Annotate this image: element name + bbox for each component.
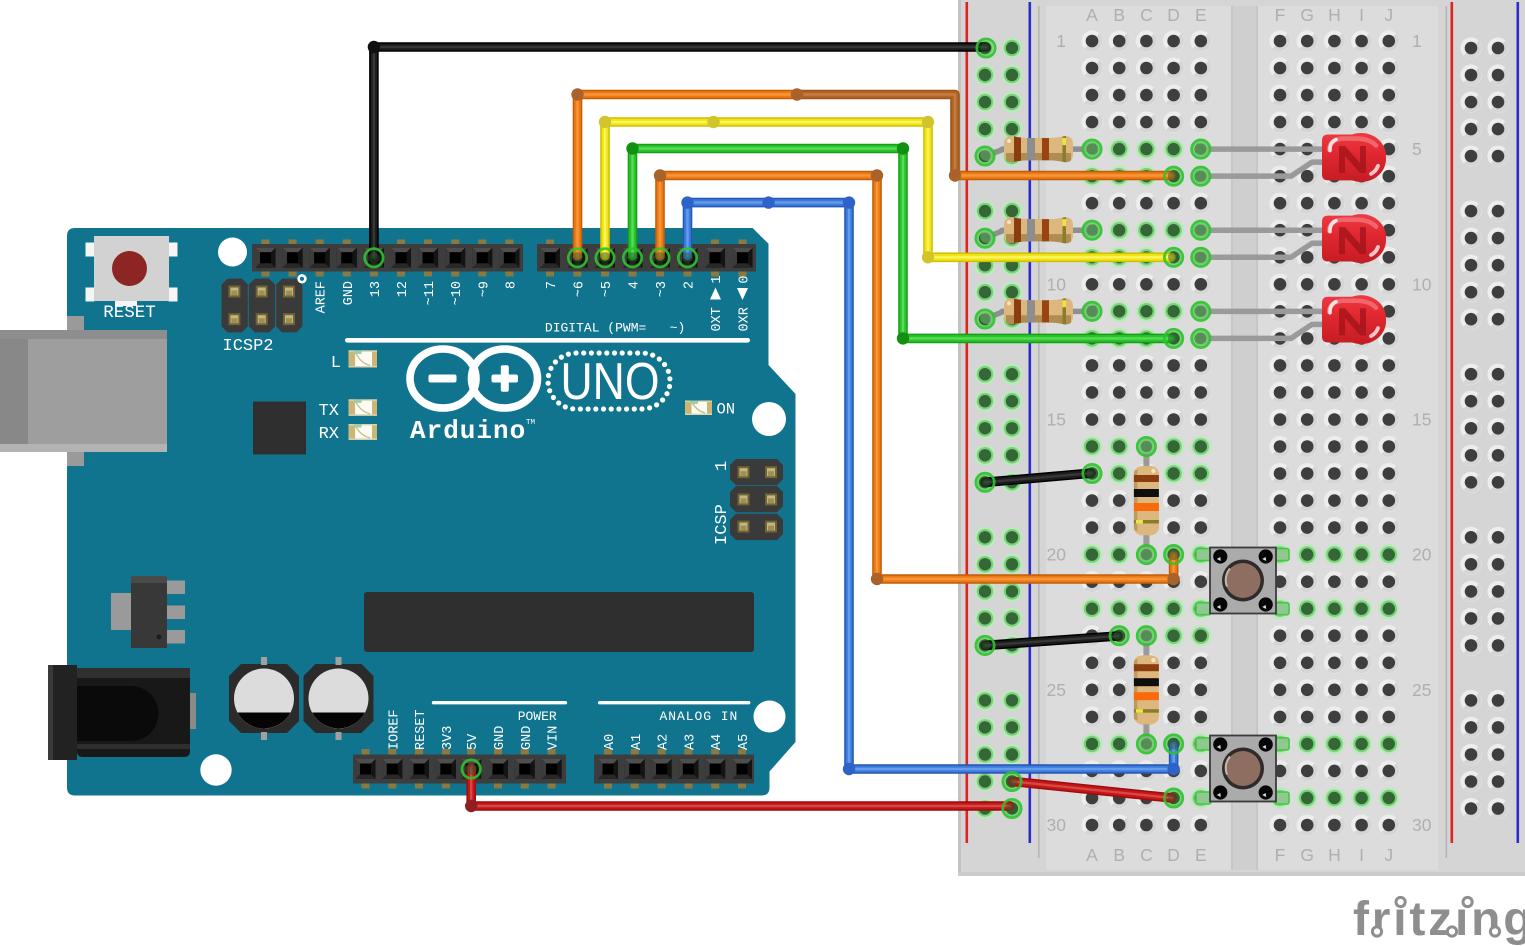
svg-text:~3: ~3 [655, 281, 670, 297]
svg-text:RX: RX [319, 425, 339, 444]
svg-text:UNO: UNO [561, 353, 660, 411]
svg-text:G: G [1300, 5, 1314, 25]
svg-text:15: 15 [1412, 410, 1431, 430]
svg-text:G: G [1300, 845, 1314, 865]
svg-text:10: 10 [1412, 274, 1432, 294]
svg-text:~9: ~9 [477, 281, 492, 297]
svg-text:J: J [1384, 845, 1393, 865]
svg-text:0: 0 [738, 276, 753, 284]
svg-text:0XR: 0XR [738, 307, 753, 331]
svg-text:B: B [1113, 845, 1125, 865]
svg-text:A: A [1086, 5, 1098, 25]
svg-text:10: 10 [1047, 274, 1067, 294]
svg-text:RESET: RESET [414, 709, 429, 750]
svg-text:fritzing: fritzing [1353, 893, 1525, 946]
svg-text:1: 1 [1412, 31, 1422, 51]
svg-text:1: 1 [1056, 31, 1066, 51]
svg-text:5V: 5V [466, 733, 481, 750]
svg-text:B: B [1113, 5, 1125, 25]
svg-text:GND: GND [342, 281, 357, 305]
svg-text:20: 20 [1047, 545, 1067, 565]
svg-text:AREF: AREF [315, 281, 330, 313]
svg-text:I: I [1359, 5, 1364, 25]
svg-text:20: 20 [1412, 545, 1432, 565]
svg-text:I: I [1359, 845, 1364, 865]
svg-text:IOREF: IOREF [387, 709, 402, 750]
svg-text:F: F [1275, 845, 1286, 865]
svg-text:TX: TX [319, 402, 339, 421]
svg-text:H: H [1328, 5, 1341, 25]
svg-text:TM: TM [526, 419, 536, 427]
svg-text:H: H [1328, 845, 1341, 865]
svg-text:8: 8 [504, 281, 519, 289]
svg-text:12: 12 [396, 281, 411, 297]
svg-text:A4: A4 [710, 734, 725, 750]
svg-text:ICSP: ICSP [713, 504, 732, 545]
svg-text:~11: ~11 [423, 281, 438, 305]
svg-text:A1: A1 [630, 734, 645, 750]
svg-text:15: 15 [1047, 410, 1066, 430]
svg-text:VIN: VIN [547, 726, 562, 750]
svg-text:A: A [1086, 845, 1098, 865]
svg-text:E: E [1195, 5, 1207, 25]
svg-text:ON: ON [717, 401, 736, 419]
svg-text:C: C [1140, 5, 1153, 25]
svg-text:A3: A3 [683, 734, 698, 750]
svg-text:25: 25 [1047, 680, 1066, 700]
svg-text:7: 7 [545, 281, 560, 289]
svg-text:GND: GND [520, 726, 535, 750]
svg-text:Arduino: Arduino [410, 416, 526, 446]
svg-text:C: C [1140, 845, 1153, 865]
svg-text:13: 13 [369, 281, 384, 297]
svg-text:2: 2 [683, 281, 698, 289]
svg-text:DIGITAL (PWM= ~): DIGITAL (PWM= ~) [545, 321, 685, 336]
svg-text:30: 30 [1412, 815, 1432, 835]
svg-text:L: L [331, 354, 341, 373]
svg-text:ANALOG IN: ANALOG IN [660, 709, 739, 724]
svg-text:5: 5 [1412, 139, 1422, 159]
svg-text:E: E [1195, 845, 1207, 865]
svg-text:RESET: RESET [103, 303, 156, 323]
svg-text:0XT: 0XT [710, 307, 725, 331]
svg-text:A0: A0 [603, 734, 618, 750]
svg-text:1: 1 [713, 461, 732, 471]
svg-text:1: 1 [710, 276, 725, 284]
svg-text:~6: ~6 [573, 281, 588, 297]
svg-text:3V3: 3V3 [441, 726, 456, 750]
svg-text:D: D [1167, 5, 1180, 25]
svg-text:~10: ~10 [450, 281, 465, 305]
svg-text:25: 25 [1412, 680, 1431, 700]
svg-text:A2: A2 [657, 734, 672, 750]
svg-text:ICSP2: ICSP2 [223, 337, 274, 356]
svg-text:D: D [1167, 845, 1180, 865]
svg-text:4: 4 [628, 281, 643, 289]
svg-text:~5: ~5 [600, 281, 615, 297]
svg-text:A5: A5 [737, 734, 752, 750]
svg-text:F: F [1275, 5, 1286, 25]
svg-text:30: 30 [1047, 815, 1067, 835]
svg-text:POWER: POWER [518, 709, 557, 724]
svg-text:GND: GND [493, 726, 508, 750]
svg-text:J: J [1384, 5, 1393, 25]
